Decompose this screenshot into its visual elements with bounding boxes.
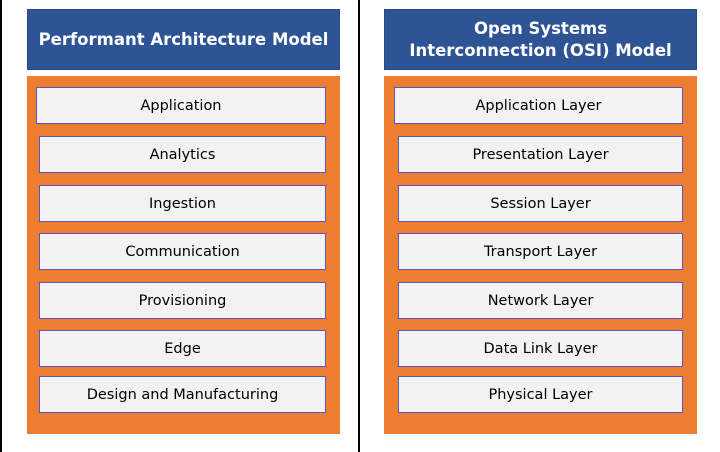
layer-analytics: Analytics: [39, 136, 326, 173]
center-divider-line: [358, 0, 360, 452]
osi-model-title: Open Systems Interconnection (OSI) Model: [384, 9, 697, 70]
layer-edge: Edge: [39, 330, 326, 367]
layer-transport: Transport Layer: [398, 233, 683, 270]
performant-architecture-layer-stack: Application Analytics Ingestion Communic…: [27, 76, 340, 434]
osi-layer-stack: Application Layer Presentation Layer Ses…: [384, 76, 697, 434]
left-border-line: [0, 0, 2, 452]
layer-data-link: Data Link Layer: [398, 330, 683, 367]
layer-application: Application: [36, 87, 326, 124]
layer-ingestion: Ingestion: [39, 185, 326, 222]
layer-network: Network Layer: [398, 282, 683, 319]
layer-presentation: Presentation Layer: [398, 136, 683, 173]
osi-model: Open Systems Interconnection (OSI) Model…: [360, 0, 720, 452]
layer-application-osi: Application Layer: [394, 87, 683, 124]
layer-session: Session Layer: [398, 185, 683, 222]
layer-communication: Communication: [39, 233, 326, 270]
layer-provisioning: Provisioning: [39, 282, 326, 319]
performant-architecture-model-title: Performant Architecture Model: [27, 9, 340, 70]
layer-design-and-manufacturing: Design and Manufacturing: [39, 376, 326, 413]
layer-physical: Physical Layer: [398, 376, 683, 413]
performant-architecture-model: Performant Architecture Model Applicatio…: [0, 0, 358, 452]
